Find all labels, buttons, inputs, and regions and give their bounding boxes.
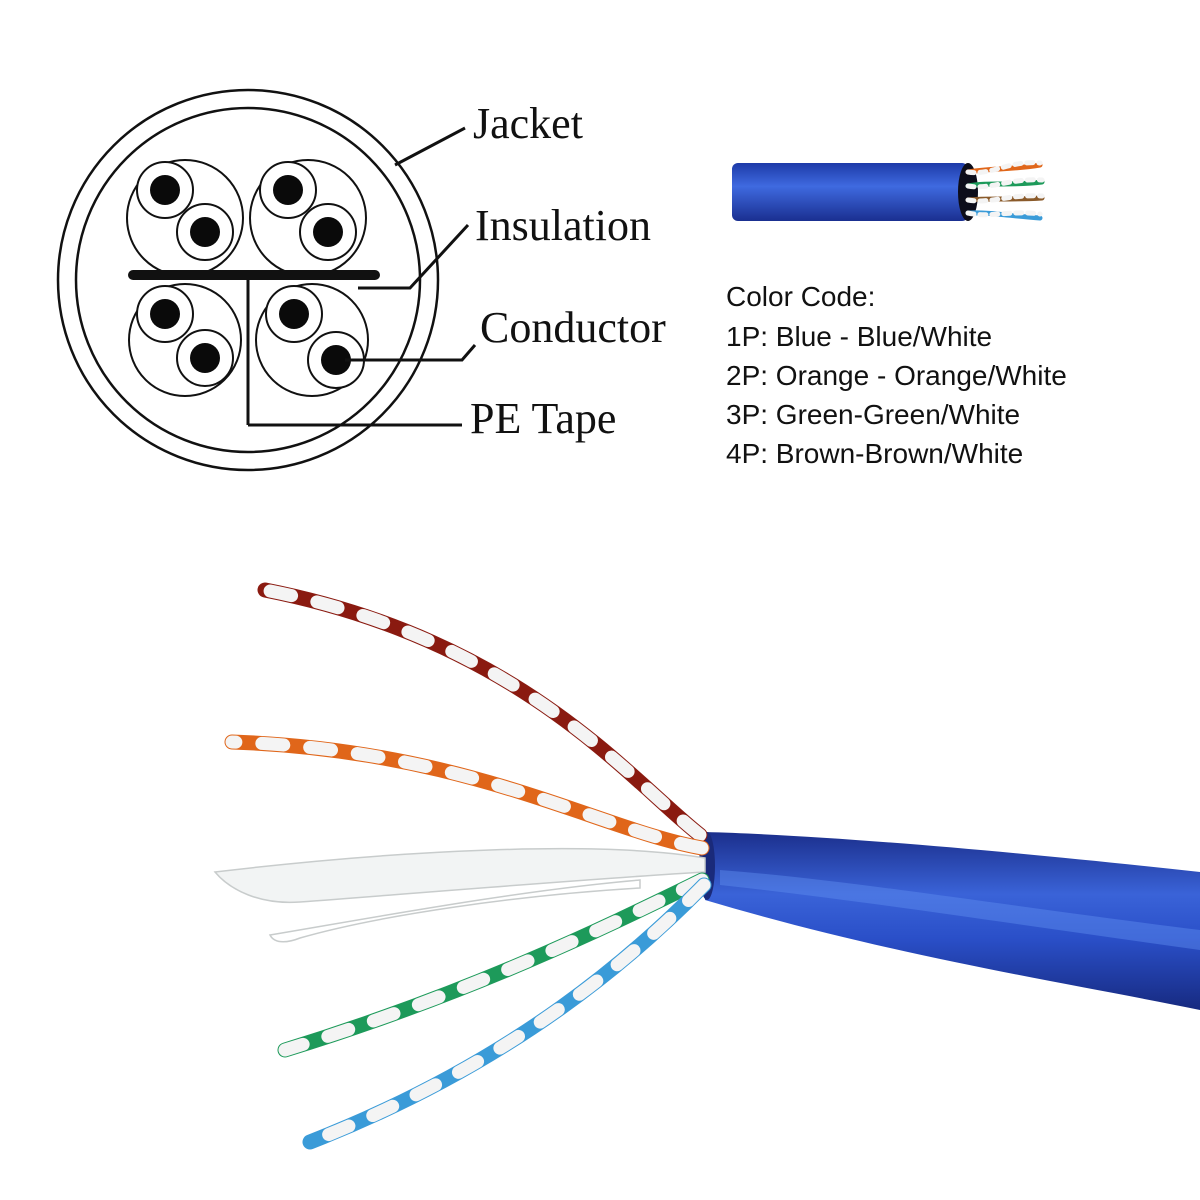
- cable-jacket: [705, 832, 1200, 1010]
- brown-pair: [257, 582, 708, 843]
- large-cable-illustration: [213, 582, 1200, 1150]
- pair-sheath: [255, 283, 369, 397]
- color-code-line-3p: 3P: Green-Green/White: [726, 399, 1020, 430]
- jacket-outer-circle: [56, 88, 440, 472]
- label-jacket: Jacket: [473, 99, 583, 148]
- small-cable-illustration: [732, 160, 1045, 221]
- cable-jacket-highlight: [720, 870, 1200, 950]
- jacket-inner-circle: [74, 106, 422, 454]
- leader-line-insulation: [358, 223, 470, 290]
- leader-line-conductor: [345, 344, 477, 362]
- color-code-block: Color Code: 1P: Blue - Blue/White 2P: Or…: [726, 281, 1067, 469]
- small-cable-jacket: [732, 163, 968, 221]
- conductor: [279, 299, 309, 329]
- conductor: [273, 175, 303, 205]
- leader-line-jacket: [394, 126, 466, 167]
- pair-bottom-right: [255, 283, 369, 397]
- color-code-line-2p: 2P: Orange - Orange/White: [726, 360, 1067, 391]
- pe-tape-bar: [128, 270, 380, 280]
- green-pair: [277, 872, 710, 1058]
- pair-top-left: [126, 159, 244, 277]
- label-insulation: Insulation: [475, 201, 651, 250]
- label-pe-tape: PE Tape: [470, 394, 616, 443]
- small-cable-end: [958, 163, 978, 221]
- pair-top-right: [249, 159, 367, 277]
- conductor: [190, 217, 220, 247]
- color-code-heading: Color Code:: [726, 281, 875, 312]
- orange-pair: [224, 734, 710, 856]
- color-code-line-4p: 4P: Brown-Brown/White: [726, 438, 1023, 469]
- conductor: [313, 217, 343, 247]
- cross-section: Jacket Insulation Conductor PE Tape: [56, 88, 666, 472]
- pe-tape-ribbon: [268, 879, 641, 943]
- pe-tape-strip: [213, 847, 706, 904]
- conductor: [190, 343, 220, 373]
- conductor: [321, 345, 351, 375]
- small-cable-pairs: [965, 160, 1045, 221]
- pair-sheath: [128, 283, 242, 397]
- conductor: [150, 175, 180, 205]
- pair-bottom-left: [128, 283, 242, 397]
- label-conductor: Conductor: [480, 303, 666, 352]
- conductor: [150, 299, 180, 329]
- blue-pair: [302, 877, 712, 1150]
- color-code-line-1p: 1P: Blue - Blue/White: [726, 321, 992, 352]
